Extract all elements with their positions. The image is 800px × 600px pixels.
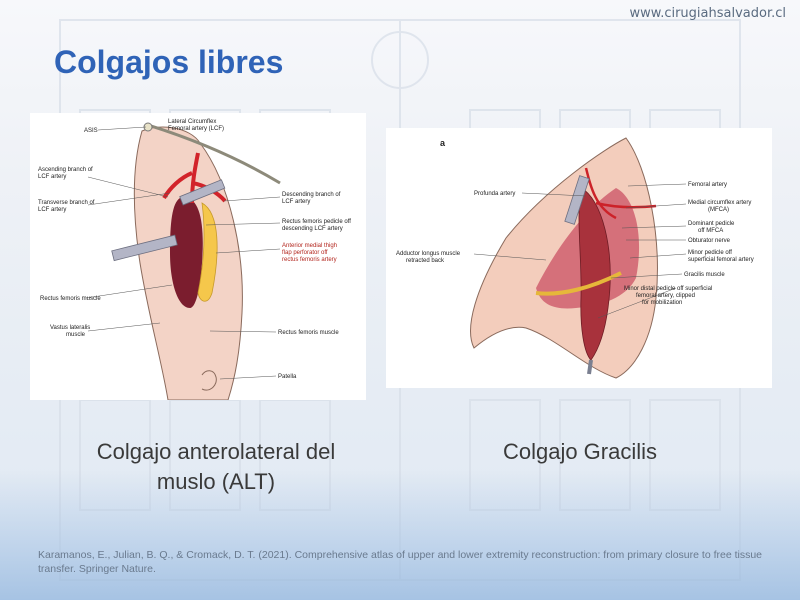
label-profunda: Profunda artery: [474, 191, 515, 197]
exposed-rectus-femoris: [170, 197, 203, 308]
label-minor-line2: superficial femoral artery: [688, 257, 754, 263]
label-vastus-line2: muscle: [66, 332, 86, 338]
label-vastus-line1: Vastus lateralis: [50, 325, 90, 331]
label-distal-line1: Minor distal pedicle off superficial: [624, 286, 712, 292]
label-mfca-line2: (MFCA): [708, 207, 729, 213]
label-rf-muscle-left: Rectus femoris muscle: [40, 296, 101, 302]
label-ascending-line1: Ascending branch of: [38, 167, 93, 173]
gracilis-tendon-end: [587, 359, 593, 375]
gracilis-flap-caption: Colgajo Gracilis: [502, 439, 658, 464]
alt-flap-figure: ASIS Lateral Circumflex Femoral artery (…: [30, 113, 366, 400]
gracilis-fascia: [535, 271, 622, 296]
slide-title: Colgajos libres: [54, 44, 284, 80]
label-rf-muscle-right: Rectus femoris muscle: [278, 330, 339, 336]
reference-citation: Karamanos, E., Julian, B. Q., & Cromack,…: [38, 549, 763, 575]
label-distal-line3: for mobilization: [642, 300, 682, 306]
label-ascending-line2: LCF artery: [38, 174, 66, 180]
gracilis-flap-illustration: a Profunda artery Femoral artery Medial …: [396, 137, 754, 379]
label-lcf-line2: Femoral artery (LCF): [168, 126, 224, 132]
label-distal-line2: femoral artery, clipped: [636, 293, 695, 299]
label-transverse-line1: Transverse branch of: [38, 200, 95, 206]
retractor-lower: [111, 234, 178, 262]
label-minor-line1: Minor pedicle off: [688, 250, 732, 256]
retractor-upper: [179, 179, 226, 206]
label-transverse-line2: LCF artery: [38, 207, 66, 213]
label-patella: Patella: [278, 374, 297, 380]
bottom-gradient: [0, 470, 800, 600]
label-descending-line2: LCF artery: [282, 199, 310, 205]
label-panel-a: a: [440, 138, 446, 148]
label-rf-pedicle-line1: Rectus femoris pedicle off: [282, 219, 351, 225]
label-amt-line3: rectus femoris artery: [282, 257, 337, 263]
label-rf-pedicle-line2: descending LCF artery: [282, 226, 343, 232]
label-dominant-line2: off MFCA: [698, 228, 723, 234]
label-lcf-line1: Lateral Circumflex: [168, 119, 216, 125]
label-gracilis-muscle: Gracilis muscle: [684, 272, 725, 278]
label-femoral: Femoral artery: [688, 182, 727, 188]
patella-outline: [201, 370, 217, 391]
label-dominant-line1: Dominant pedicle: [688, 221, 735, 227]
inguinal-ligament: [147, 123, 281, 185]
label-amt-line1: Anterior medial thigh: [282, 243, 337, 249]
label-asis: ASIS: [84, 128, 98, 134]
alt-flap-caption: Colgajo anterolateral del muslo (ALT): [96, 439, 336, 494]
alt-flap-illustration: ASIS Lateral Circumflex Femoral artery (…: [38, 119, 351, 400]
label-adductor-line2: retracted back: [406, 258, 445, 264]
label-descending-line1: Descending branch of: [282, 192, 341, 198]
website-url: www.cirugiahsalvador.cl: [629, 6, 786, 21]
label-obturator: Obturator nerve: [688, 238, 731, 244]
alt-skin-flap: [197, 202, 218, 302]
label-adductor-line1: Adductor longus muscle: [396, 251, 461, 257]
label-mfca-line1: Medial circumflex artery: [688, 200, 751, 206]
gracilis-flap-figure: a Profunda artery Femoral artery Medial …: [386, 128, 772, 388]
gracilis-retractor: [564, 175, 590, 225]
label-amt-line2: flap perforator off: [282, 250, 328, 256]
